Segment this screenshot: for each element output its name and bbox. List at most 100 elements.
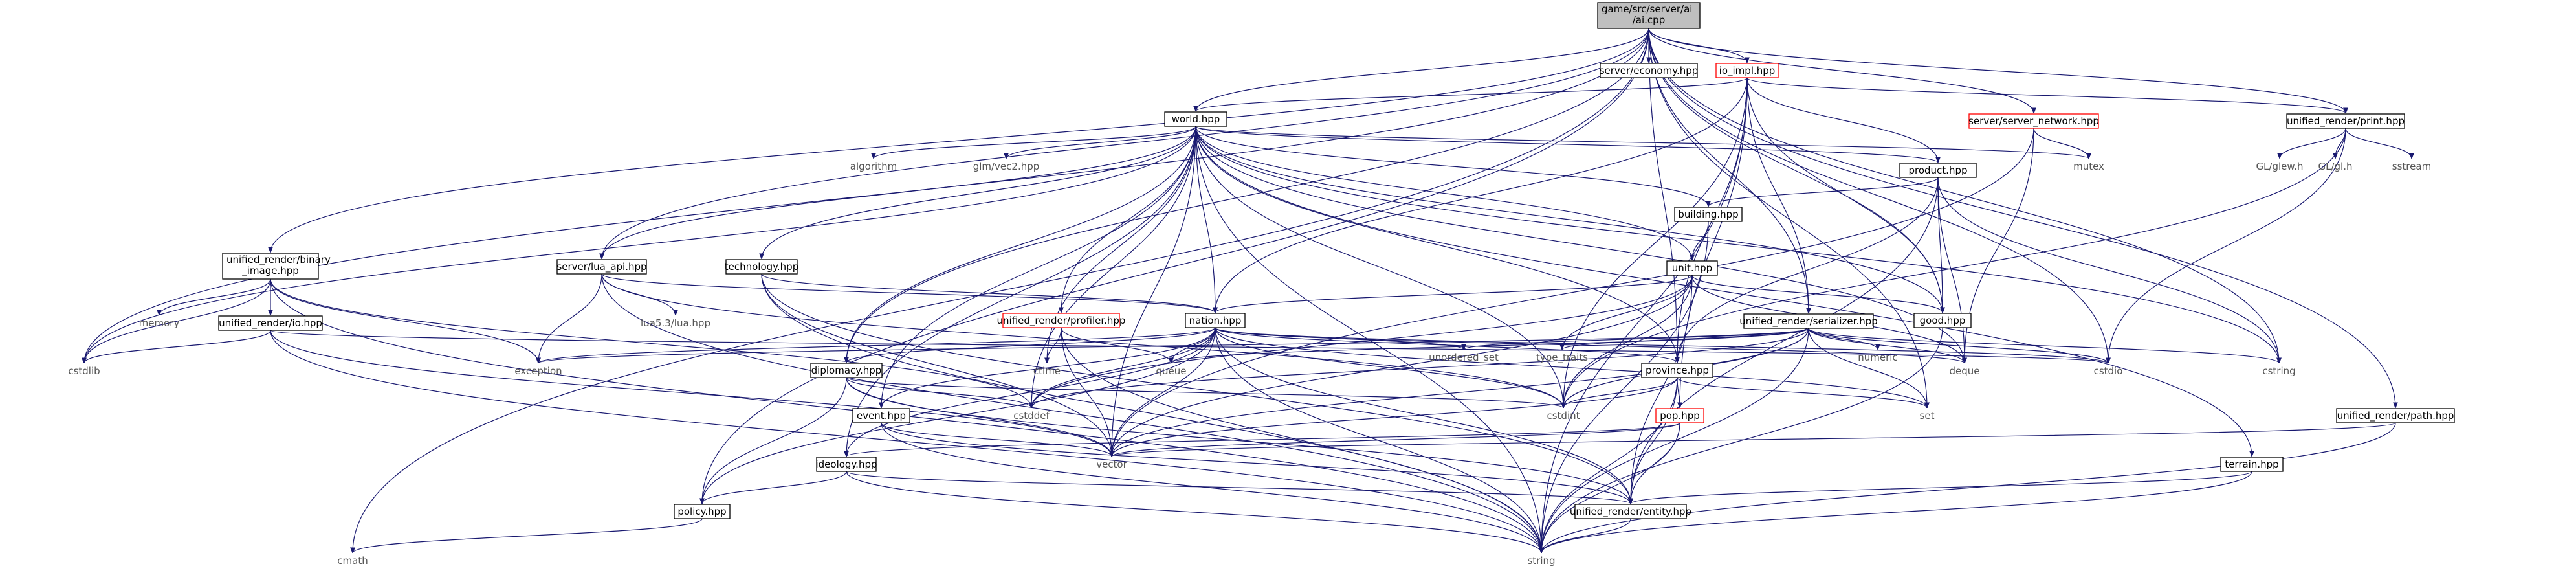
edge-world-to-profiler bbox=[1061, 126, 1196, 313]
node-set: set bbox=[1920, 410, 1935, 422]
node-label: terrain.hpp bbox=[2225, 458, 2278, 470]
node-binary-image[interactable]: unified_render/binary_image.hpp bbox=[222, 253, 331, 280]
node-profiler[interactable]: unified_render/profiler.hpp bbox=[997, 313, 1126, 328]
node-box bbox=[1597, 2, 1701, 29]
node-box bbox=[1666, 260, 1718, 276]
node-label: GL/gl.h bbox=[2318, 161, 2353, 172]
node-label: vector bbox=[1096, 458, 1127, 470]
node-box bbox=[1600, 63, 1698, 78]
edge-root-to-province bbox=[1648, 28, 1677, 363]
node-box bbox=[1574, 504, 1687, 519]
node-label: mutex bbox=[2073, 161, 2104, 172]
node-server-network[interactable]: server/server_network.hpp bbox=[1968, 113, 2099, 129]
edge-unit-to-good bbox=[1691, 275, 1943, 313]
edge-lua_api-to-exception bbox=[538, 273, 602, 363]
edge-io-to-vector bbox=[270, 330, 1112, 457]
node-box bbox=[810, 363, 883, 378]
node-serializer[interactable]: unified_render/serializer.hpp bbox=[1739, 313, 1878, 329]
node-world[interactable]: world.hpp bbox=[1164, 111, 1227, 127]
edge-event-to-vector bbox=[881, 422, 1112, 457]
edge-serializer-to-set bbox=[1808, 328, 1927, 408]
node-label: exception bbox=[514, 365, 562, 377]
edge-world-to-province bbox=[1195, 126, 1677, 363]
edge-world-to-cstring bbox=[1195, 126, 2279, 363]
edge-diplomacy-to-entity bbox=[846, 377, 1631, 504]
edge-product-to-entity bbox=[1631, 177, 1939, 504]
node-io-impl[interactable]: io_impl.hpp bbox=[1715, 63, 1779, 78]
node-entity[interactable]: unified_render/entity.hpp bbox=[1570, 504, 1691, 519]
node-province[interactable]: province.hpp bbox=[1641, 363, 1713, 378]
node-event[interactable]: event.hpp bbox=[852, 408, 910, 423]
edge-world-to-event bbox=[881, 126, 1196, 408]
edge-lua_api-to-string bbox=[601, 273, 1541, 553]
edge-world-to-terrain bbox=[1195, 126, 2252, 457]
edge-product-to-building bbox=[1708, 177, 1939, 207]
node-technology[interactable]: technology.hpp bbox=[725, 259, 798, 275]
node-label: unified_render/io.hpp bbox=[219, 317, 322, 330]
node-label: nation.hpp bbox=[1189, 315, 1242, 326]
node-lua-api[interactable]: server/lua_api.hpp bbox=[556, 259, 647, 275]
edge-nation-to-deque bbox=[1215, 327, 1965, 364]
node-nation[interactable]: nation.hpp bbox=[1185, 313, 1246, 328]
edge-root-to-server_network bbox=[1648, 28, 2034, 113]
node-layer: game/src/server/ai/ai.cpp server/economy.… bbox=[68, 2, 2455, 567]
node-label: server/lua_api.hpp bbox=[556, 261, 646, 273]
edge-io_impl-to-good bbox=[1746, 77, 1943, 313]
edge-unit-to-vector bbox=[1112, 275, 1693, 457]
node-box bbox=[1641, 363, 1713, 378]
edge-layer bbox=[84, 28, 2412, 554]
edge-io-to-cstdlib bbox=[84, 330, 271, 364]
node-label: cstdlib bbox=[68, 365, 100, 377]
node-type-traits: type_traits bbox=[1536, 352, 1588, 364]
edge-root-to-diplomacy bbox=[846, 28, 1649, 363]
node-deque: deque bbox=[1949, 365, 1979, 377]
node-label: ideology.hpp bbox=[815, 458, 877, 470]
node-diplomacy[interactable]: diplomacy.hpp bbox=[810, 363, 883, 378]
node-path[interactable]: unified_render/path.hpp bbox=[2336, 408, 2455, 423]
node-queue: queue bbox=[1156, 365, 1187, 377]
edge-world-to-cstdlib bbox=[84, 126, 1196, 363]
edge-lua_api-to-nation bbox=[601, 273, 1215, 313]
node-box bbox=[816, 457, 877, 472]
edge-root-to-print bbox=[1648, 28, 2346, 113]
node-print[interactable]: unified_render/print.hpp bbox=[2286, 113, 2405, 129]
node-box bbox=[1674, 207, 1743, 222]
edge-technology-to-vector bbox=[761, 273, 1112, 457]
edge-root-to-set bbox=[1648, 28, 1927, 408]
edge-serializer-to-unordered_set bbox=[1464, 328, 1809, 350]
node-label: set bbox=[1920, 410, 1935, 422]
node-sstream: sstream bbox=[2392, 161, 2431, 172]
node-box bbox=[2220, 457, 2284, 472]
edge-unit-to-nation bbox=[1215, 275, 1693, 313]
edge-io_impl-to-print bbox=[1746, 77, 2346, 114]
edge-io-to-string bbox=[270, 330, 1541, 553]
node-label: cstring bbox=[2262, 365, 2295, 377]
edge-world-to-glm_vec2 bbox=[1006, 126, 1196, 159]
node-ideology[interactable]: ideology.hpp bbox=[815, 457, 877, 472]
node-pop[interactable]: pop.hpp bbox=[1655, 408, 1704, 423]
edge-profiler-to-string bbox=[1061, 327, 1541, 553]
node-root[interactable]: game/src/server/ai/ai.cpp bbox=[1597, 2, 1701, 29]
node-terrain[interactable]: terrain.hpp bbox=[2220, 457, 2284, 472]
edge-serializer-to-cstdio bbox=[1808, 328, 2108, 364]
node-unit[interactable]: unit.hpp bbox=[1666, 260, 1718, 276]
node-label: _image.hpp bbox=[241, 265, 299, 277]
node-glm-vec2: glm/vec2.hpp bbox=[973, 161, 1040, 172]
node-policy[interactable]: policy.hpp bbox=[674, 504, 731, 519]
edge-serializer-to-vector bbox=[1112, 328, 1809, 457]
node-label: glm/vec2.hpp bbox=[973, 161, 1040, 172]
node-box bbox=[1185, 313, 1246, 328]
edge-binary_image-to-cstdlib bbox=[84, 278, 271, 363]
node-box bbox=[556, 259, 647, 275]
edge-world-to-diplomacy bbox=[846, 126, 1196, 363]
node-building[interactable]: building.hpp bbox=[1674, 207, 1743, 222]
node-economy[interactable]: server/economy.hpp bbox=[1600, 63, 1699, 78]
edge-pop-to-string bbox=[1541, 422, 1680, 553]
edge-serializer-to-queue bbox=[1171, 328, 1809, 364]
edge-path-to-vector bbox=[1112, 422, 2396, 457]
node-io[interactable]: unified_render/io.hpp bbox=[218, 315, 323, 331]
edge-root-to-cmath bbox=[353, 28, 1649, 553]
node-label: cmath bbox=[337, 555, 368, 567]
node-good[interactable]: good.hpp bbox=[1913, 313, 1972, 328]
node-product[interactable]: product.hpp bbox=[1899, 163, 1977, 178]
